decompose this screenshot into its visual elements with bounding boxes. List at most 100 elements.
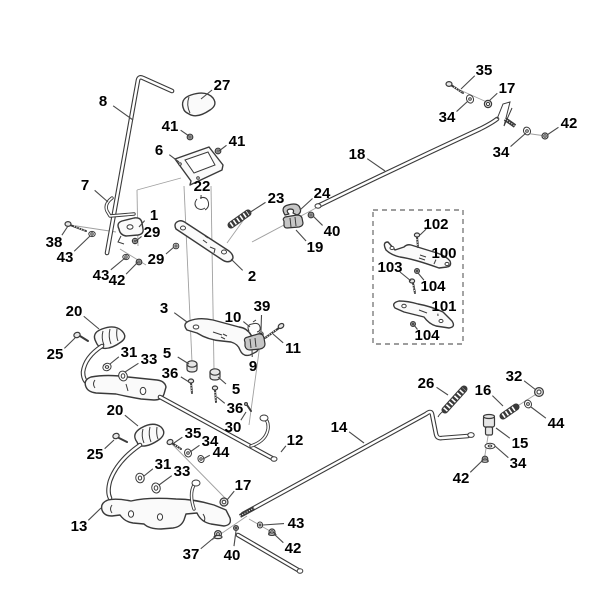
part-label-41: 41 (229, 133, 246, 150)
leader-line-42 (546, 126, 559, 136)
part-15-bushing (482, 413, 496, 436)
part-18-rod (314, 101, 517, 209)
part-label-42: 42 (285, 540, 302, 557)
part-label-11: 11 (285, 340, 301, 357)
leader-line-42 (125, 261, 139, 275)
part-label-23: 23 (268, 190, 285, 207)
leader-line-104 (413, 324, 418, 330)
part-label-34: 34 (439, 109, 456, 126)
leader-line-36 (216, 396, 226, 404)
washer-34-topright (522, 126, 532, 136)
part-16-spring (499, 403, 520, 420)
leader-line-42 (273, 533, 284, 544)
leader-line-1 (138, 220, 146, 228)
part-label-15: 15 (512, 435, 529, 452)
leader-line-29 (165, 246, 175, 255)
leader-line-43 (73, 235, 91, 252)
screw-25-upper (73, 331, 89, 342)
part-label-27: 27 (214, 77, 231, 94)
part-label-44: 44 (548, 415, 565, 432)
part-8-lever-rod (104, 75, 175, 256)
leader-line-31 (109, 356, 120, 365)
leader-line-39 (260, 314, 263, 332)
part-label-104: 104 (414, 327, 440, 344)
part-6-plate (174, 146, 224, 186)
part-101-bracket (392, 300, 455, 329)
part-label-25: 25 (87, 446, 104, 463)
leader-line-5 (177, 356, 190, 365)
part-label-43: 43 (93, 267, 110, 284)
leader-line-2 (230, 258, 244, 271)
leader-line-102 (419, 228, 427, 236)
leader-line-13 (87, 507, 102, 521)
leader-line-34 (189, 444, 200, 453)
part-label-30: 30 (225, 419, 242, 436)
part-label-31: 31 (155, 456, 172, 473)
leader-line-19 (295, 229, 307, 242)
screw-25-lower (112, 432, 128, 443)
leader-line-44 (530, 406, 547, 419)
service-kit-dashed-box (372, 209, 464, 345)
part-label-34: 34 (510, 455, 527, 472)
part-label-102: 102 (423, 216, 448, 233)
washer-43-bottom (256, 521, 264, 529)
part-label-42: 42 (109, 272, 126, 289)
leader-line-6 (168, 154, 180, 163)
washer-44-right (523, 399, 533, 409)
nut-37 (213, 529, 223, 540)
part-9-bushing (243, 333, 266, 351)
part-label-8: 8 (99, 93, 107, 110)
washer-33-lower (151, 482, 161, 494)
part-label-39: 39 (254, 298, 271, 315)
part-label-36: 36 (227, 400, 244, 417)
part-label-42: 42 (561, 115, 578, 132)
part-label-22: 22 (194, 178, 211, 195)
leader-line-37 (200, 535, 217, 550)
leader-line-35 (173, 436, 183, 444)
part-label-34: 34 (493, 144, 510, 161)
screw-35-top (445, 80, 464, 94)
leader-line-18 (366, 158, 386, 172)
leader-line-43 (110, 257, 126, 271)
leader-line-12 (280, 445, 287, 453)
nut-40-top (307, 211, 315, 219)
leader-line-5 (217, 376, 227, 385)
part-label-3: 3 (160, 300, 168, 317)
part-label-43: 43 (288, 515, 305, 532)
leader-line-36 (180, 376, 190, 383)
part-label-26: 26 (418, 375, 435, 392)
leader-line-25 (63, 337, 76, 349)
nut-32 (533, 387, 544, 398)
part-label-17: 17 (235, 477, 252, 494)
leader-line-24 (299, 198, 313, 211)
leader-line-42 (469, 459, 484, 473)
leader-line-14 (348, 431, 365, 444)
leader-line-34 (456, 100, 469, 112)
bolt-36-right (211, 385, 219, 403)
part-3-bracket (184, 318, 260, 357)
leader-line-26 (436, 386, 449, 396)
part-label-20: 20 (107, 402, 124, 419)
leader-line-16 (491, 395, 504, 407)
nut-104-upper (414, 268, 421, 275)
part-label-40: 40 (324, 223, 341, 240)
part-label-13: 13 (71, 518, 88, 535)
washer-34-lower (184, 448, 192, 458)
leader-line-40 (312, 215, 323, 226)
part-label-37: 37 (183, 546, 200, 563)
washer-31-lower (135, 472, 145, 484)
leader-line-29 (135, 235, 142, 242)
washer-31-upper (102, 362, 112, 372)
part-label-29: 29 (148, 251, 165, 268)
leader-line-11 (272, 333, 284, 344)
part-24-hook (282, 203, 302, 216)
grommet-5-right (209, 368, 221, 381)
part-1-clamp (117, 217, 144, 245)
part-label-19: 19 (307, 239, 324, 256)
part-label-40: 40 (224, 547, 241, 564)
part-100-bracket (383, 241, 452, 269)
leader-line-41 (180, 129, 190, 137)
part-label-34: 34 (202, 433, 219, 450)
leader-line-34 (494, 445, 509, 459)
part-label-5: 5 (232, 381, 240, 398)
